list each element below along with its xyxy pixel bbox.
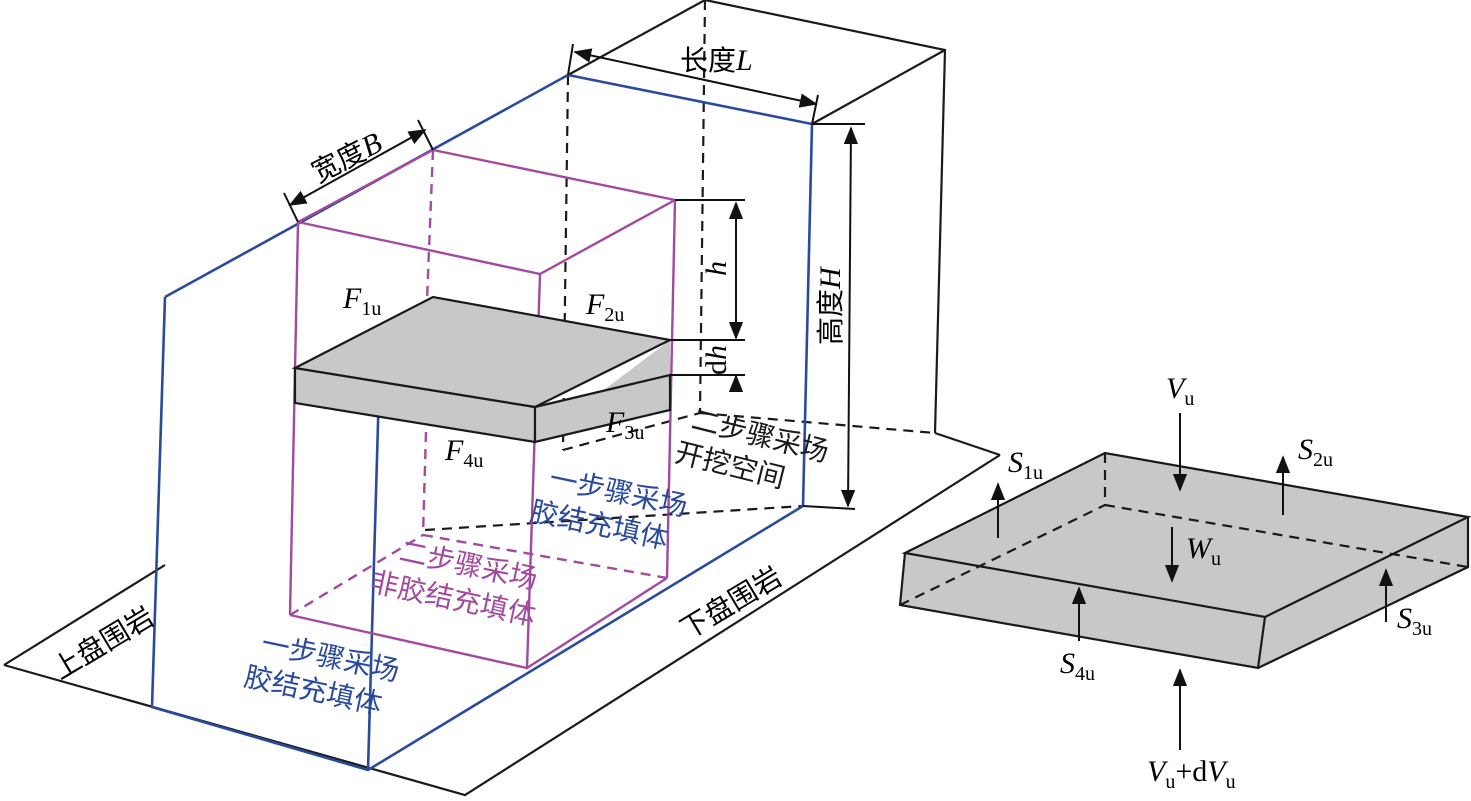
second-stope-fill-label: 二步骤采场 非胶结充填体 [368, 535, 541, 633]
slab-element-left [291, 295, 674, 444]
first-stope-fill-front-label: 一步骤采场 胶结充填体 [241, 627, 402, 722]
force-F2: F2u [585, 288, 624, 326]
first-stope-fill-right-label: 一步骤采场 胶结充填体 [527, 462, 690, 556]
length-label: 长度L [680, 44, 753, 77]
force-F1: F1u [342, 282, 381, 320]
force-arrows-right [990, 413, 1394, 750]
hanging-wall-label: 上盘围岩 [47, 600, 160, 686]
force-F4: F4u [444, 434, 483, 472]
force-V: Vu [1166, 372, 1194, 410]
dimension-dh [670, 374, 745, 393]
svg-text:高度H: 高度H [814, 265, 847, 345]
excavation-space-label: 二步骤采场 开挖空间 [672, 403, 832, 495]
svg-text:上盘围岩: 上盘围岩 [47, 600, 160, 686]
dimension-height [802, 123, 865, 510]
force-S2: S2u [1298, 433, 1333, 471]
svg-text:h: h [700, 261, 733, 276]
force-S4: S4u [1060, 647, 1095, 685]
dimension-length [567, 43, 819, 125]
dimension-width [283, 119, 434, 223]
svg-text:dh: dh [700, 345, 733, 375]
h-label: h [700, 261, 733, 276]
slab-element-right [898, 451, 1471, 670]
dh-label: dh [700, 345, 733, 375]
force-F3: F3u [605, 406, 644, 444]
force-V-plus-dV: Vu+dVu [1147, 755, 1236, 793]
height-label: 高度H [814, 265, 847, 345]
force-S3: S3u [1397, 602, 1432, 640]
force-S1: S1u [1008, 446, 1043, 484]
force-W: Wu [1186, 532, 1221, 570]
dimension-h [670, 199, 745, 341]
